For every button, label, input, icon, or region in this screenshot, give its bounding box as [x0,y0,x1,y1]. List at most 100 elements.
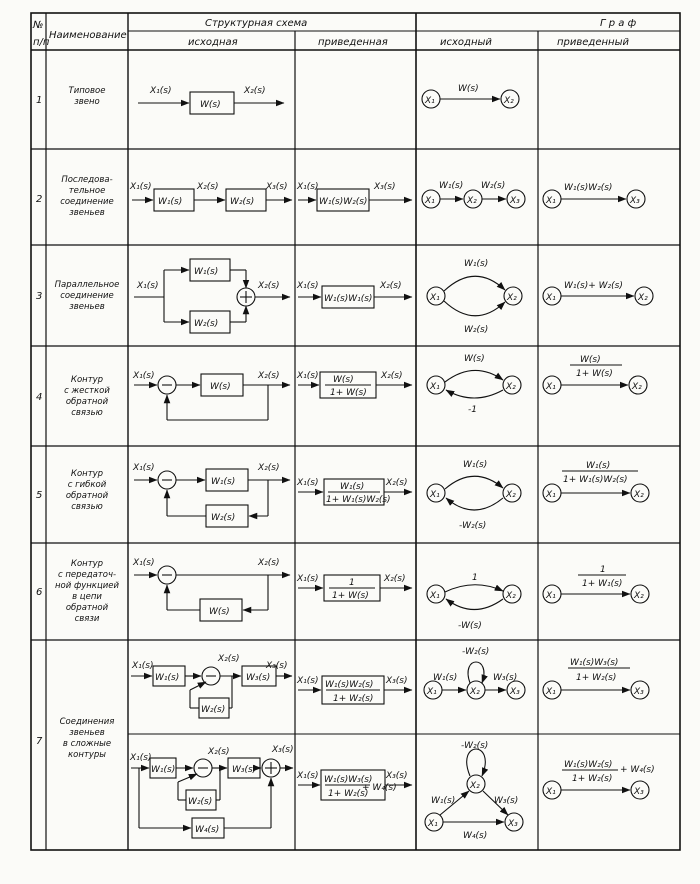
header-scheme-red: приведенная [318,37,388,48]
row-7-name-l4: контуры [68,750,106,760]
row-1-name-l1: Типовое [69,86,106,96]
r3r-x2: X₂(s) [379,281,402,291]
r7a-w3: W₃(s) [246,673,270,683]
row-5-name-l1: Контур [71,469,103,479]
r2-w1: W₁(s) [158,197,182,207]
row-2-name-l1: Последова- [61,175,112,185]
row-4-name-l4: связью [71,408,102,418]
r1-gw: W(s) [458,84,479,94]
row-5-scheme [134,468,291,528]
r7b-w3: W₃(s) [232,765,256,775]
r4-x2: X₂(s) [257,371,280,381]
r7ag-w1: W₁(s) [433,673,457,683]
row-7b-graph [424,748,524,832]
r4gr-den: 1+ W(s) [576,369,613,379]
r7br-plus: + W₄(s) [362,783,397,793]
r7bgr-plus: + W₄(s) [620,765,655,775]
r3r-x1: X₁(s) [296,281,319,291]
row-5-name-l4: связью [71,502,102,512]
header-graph: Г р а ф [600,18,637,29]
r7bg-mw2: -W₂(s) [461,741,488,751]
row-num-7: 7 [36,736,43,747]
row-7b-scheme [131,757,294,839]
r4-x1: X₁(s) [132,371,155,381]
row-4-graph-reduced [542,364,648,395]
row-4-reduced [298,371,413,399]
r7bgr-num: W₁(s)W₂(s) [564,760,612,770]
r7bg-w3: W₃(s) [494,796,518,806]
r7ar-den: 1+ W₂(s) [333,694,373,704]
row-4-name-l3: обратной [66,397,109,407]
r5-w1: W₁(s) [211,477,235,487]
r7bg-n3: X₃ [507,819,518,829]
row-5-name-l2: с гибкой [68,480,107,490]
r7br-den: 1+ W₂(s) [328,789,368,799]
r5g-n1: X₁ [429,490,440,500]
row-2-scheme [132,188,293,212]
row-6-name-l4: в цепи [72,592,102,602]
r3g-w1: W₁(s) [464,259,488,269]
row-4-name-l1: Контур [71,375,103,385]
r7bgr-den: 1+ W₂(s) [572,774,612,784]
row-7a-scheme [131,665,293,719]
row-6-graph-reduced [542,574,650,604]
r3-x2: X₂(s) [257,281,280,291]
r5gr-n2: X₂ [633,490,644,500]
r6-w: W(s) [209,607,230,617]
r6g-n2: X₂ [505,591,516,601]
row-6-graph [426,584,522,610]
row-3-reduced [298,285,413,309]
row-num-5: 5 [36,490,42,501]
r4r-num: W(s) [333,375,354,385]
r7a-x3: X₃(s) [265,661,288,671]
r7a-w1: W₁(s) [155,673,179,683]
r7ar-num: W₁(s)W₂(s) [325,680,373,690]
row-6-name-l5: обратной [66,603,109,613]
header-graph-red: приведенный [557,37,629,48]
r6gr-n2: X₂ [633,591,644,601]
r2r-w: W₁(s)W₂(s) [319,197,367,207]
r7ag-n1: X₁ [426,687,437,697]
r5gr-n1: X₁ [545,490,556,500]
r4g-n2: X₂ [505,382,516,392]
row-names: Типовое звено Последова- тельное соедине… [55,86,120,760]
row-3-name-l2: соединение [60,291,114,301]
row-num-4: 4 [36,392,42,403]
row-7-name-l2: звеньев [69,728,105,738]
row-2-name-l3: соединение [60,197,114,207]
r6r-x1: X₁(s) [296,574,319,584]
r7ag-mw2: -W₂(s) [462,647,489,657]
row-5-name-l3: обратной [66,491,109,501]
r2-x3: X₃(s) [265,182,288,192]
r3g-n1: X₁ [429,293,440,303]
r7a-x2: X₂(s) [217,654,240,664]
r6-x2: X₂(s) [257,558,280,568]
row-7a-graph [423,661,526,700]
r7agr-n3: X₃ [633,687,644,697]
r7agr-num: W₁(s)W₃(s) [570,658,618,668]
r5r-num: W₁(s) [340,482,364,492]
r7b-w4: W₄(s) [195,825,219,835]
r5-x2: X₂(s) [257,463,280,473]
r7ag-w3: W₃(s) [493,673,517,683]
row-3-scheme [134,258,291,334]
r7b-x3: X₃(s) [271,745,294,755]
r6gr-n1: X₁ [545,591,556,601]
row-num-2: 2 [36,194,42,205]
r4gr-num: W(s) [580,355,601,365]
r7bg-n2: X₂ [469,781,480,791]
r4r-den: 1+ W(s) [330,388,367,398]
table-header: № п/п Наименование Структурная схема исх… [32,18,637,48]
r6gr-num: 1 [600,565,606,575]
r6gr-den: 1+ W₁(s) [582,579,622,589]
r2gr-n1: X₁ [545,196,556,206]
row-6-name-l3: ной функцией [55,581,120,591]
row-1-scheme [138,91,285,115]
r1-n1: X₁ [424,96,435,106]
header-name: Наименование [49,30,127,41]
row-num-1: 1 [36,95,42,106]
row-2-graph-reduced [542,189,646,209]
r7agr-den: 1+ W₂(s) [576,673,616,683]
r7bg-w4: W₄(s) [463,831,487,841]
r5gr-num: W₁(s) [586,461,610,471]
